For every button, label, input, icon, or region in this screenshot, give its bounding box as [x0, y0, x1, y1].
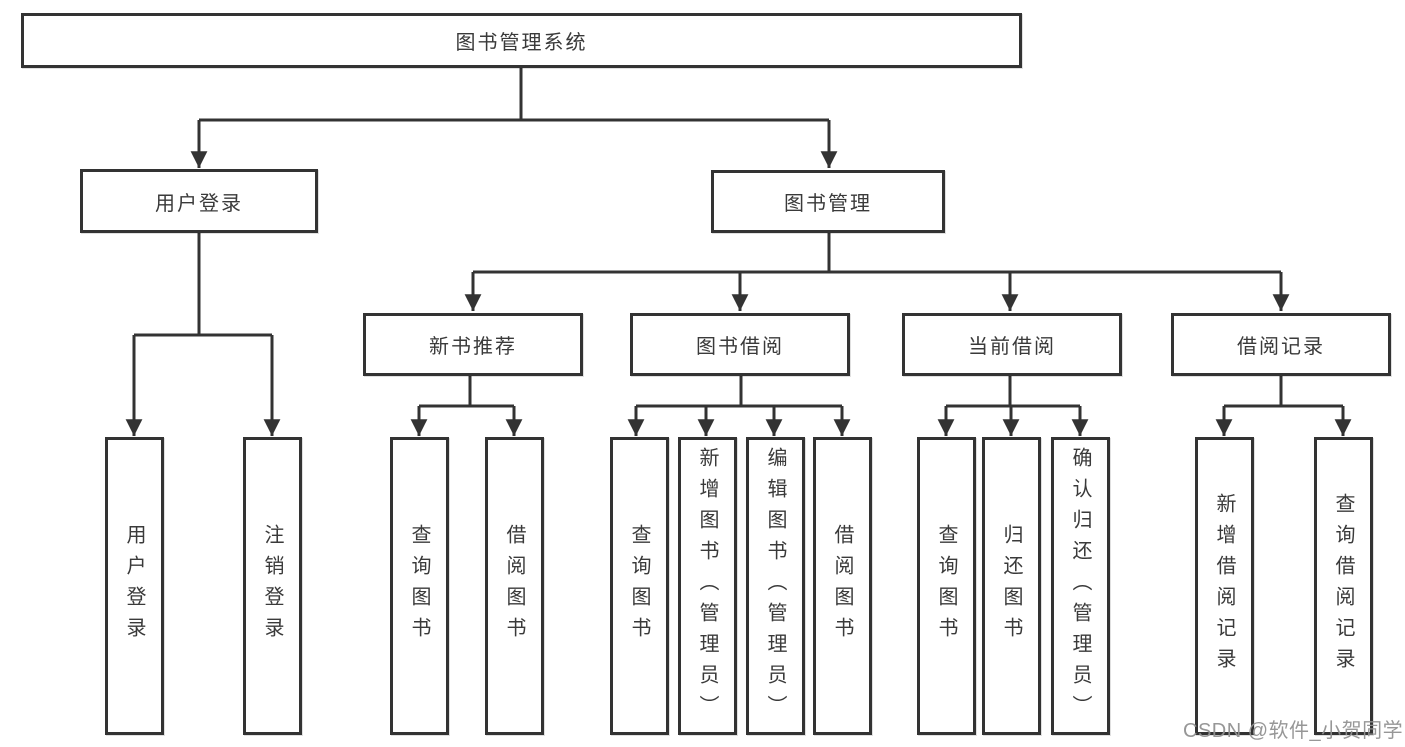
node-book-management: 图书管理	[711, 170, 945, 233]
leaf-query-book-borrowing: 查询图书	[610, 437, 669, 735]
leaf-logout: 注销登录	[243, 437, 302, 735]
node-new-book-recommend: 新书推荐	[363, 313, 583, 376]
csdn-watermark: CSDN @软件_小贺同学	[1183, 720, 1404, 742]
node-user-login: 用户登录	[80, 169, 318, 233]
leaf-edit-book-admin: 编辑图书（管理员）	[746, 437, 805, 735]
node-current-borrowing: 当前借阅	[902, 313, 1122, 376]
leaf-query-book-current: 查询图书	[917, 437, 976, 735]
leaf-user-login: 用户登录	[105, 437, 164, 735]
leaf-query-book-recommend: 查询图书	[390, 437, 449, 735]
node-root-system: 图书管理系统	[21, 13, 1022, 68]
leaf-borrow-book-borrowing: 借阅图书	[813, 437, 872, 735]
tree-branch-lines	[134, 67, 1343, 408]
leaf-return-book: 归还图书	[982, 437, 1041, 735]
leaf-borrow-book-recommend: 借阅图书	[485, 437, 544, 735]
node-book-borrowing: 图书借阅	[630, 313, 850, 376]
leaf-add-book-admin: 新增图书（管理员）	[678, 437, 737, 735]
leaf-confirm-return-admin: 确认归还（管理员）	[1051, 437, 1110, 735]
node-borrow-records: 借阅记录	[1171, 313, 1391, 376]
leaf-add-borrow-record: 新增借阅记录	[1195, 437, 1254, 735]
leaf-query-borrow-record: 查询借阅记录	[1314, 437, 1373, 735]
